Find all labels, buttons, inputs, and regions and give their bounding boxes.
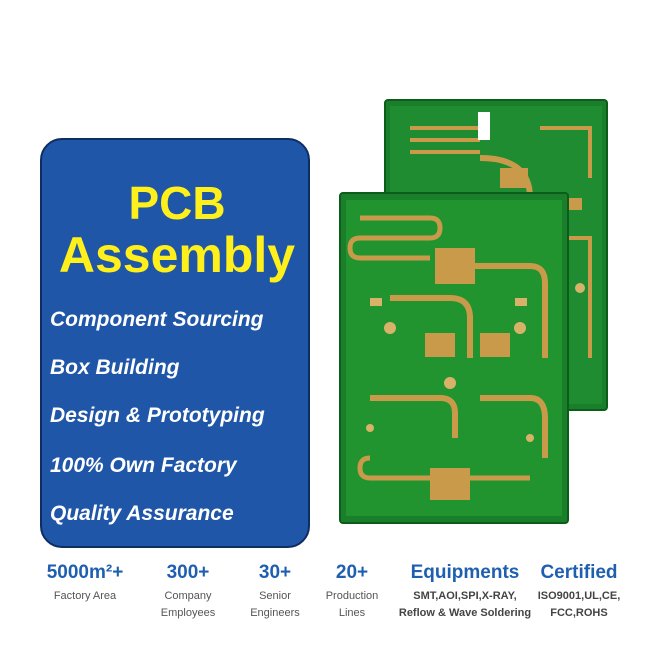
stat-label: Reflow & Wave Soldering	[398, 607, 532, 619]
feature-design-prototyping: Design & Prototyping	[50, 404, 265, 427]
feature-own-factory: 100% Own Factory	[50, 454, 237, 477]
pcb-board-front	[339, 192, 569, 524]
feature-component-sourcing: Component Sourcing	[50, 308, 264, 331]
feature-box-building: Box Building	[50, 356, 180, 379]
title-pcb: PCB	[128, 177, 226, 229]
feature-card: PCB Assembly Component Sourcing Box Buil…	[40, 138, 310, 548]
stat-label: FCC,ROHS	[550, 607, 608, 619]
stat-value: Equipments	[410, 562, 520, 583]
stat-label: SMT,AOI,SPI,X-RAY,	[413, 590, 517, 602]
stat-value: Certified	[540, 562, 618, 583]
feature-quality-assurance: Quality Assurance	[50, 502, 234, 525]
stat-production-lines: 20+ Production Lines	[318, 562, 386, 622]
stat-value: 5000m²+	[46, 562, 124, 583]
stat-label: Production	[325, 590, 379, 602]
stat-certified: Certified ISO9001,UL,CE, FCC,ROHS	[536, 562, 622, 622]
stat-label: Factory Area	[53, 590, 117, 602]
pcb-boards-image	[330, 98, 630, 528]
stat-employees: 300+ Company Employees	[150, 562, 226, 622]
stat-value: 30+	[258, 562, 292, 583]
stat-label: ISO9001,UL,CE,	[537, 590, 621, 602]
stat-label: Senior	[259, 590, 291, 602]
stat-label: Company	[164, 590, 212, 602]
stat-value: 20+	[335, 562, 369, 583]
title-assembly: Assembly	[58, 227, 296, 283]
stat-label: Engineers	[250, 607, 300, 619]
stat-engineers: 30+ Senior Engineers	[240, 562, 310, 622]
stat-equipments: Equipments SMT,AOI,SPI,X-RAY, Reflow & W…	[394, 562, 536, 622]
stat-value: 300+	[166, 562, 210, 583]
stat-label: Lines	[338, 607, 366, 619]
stat-label: Employees	[160, 607, 216, 619]
stat-factory-area: 5000m²+ Factory Area	[40, 562, 130, 605]
